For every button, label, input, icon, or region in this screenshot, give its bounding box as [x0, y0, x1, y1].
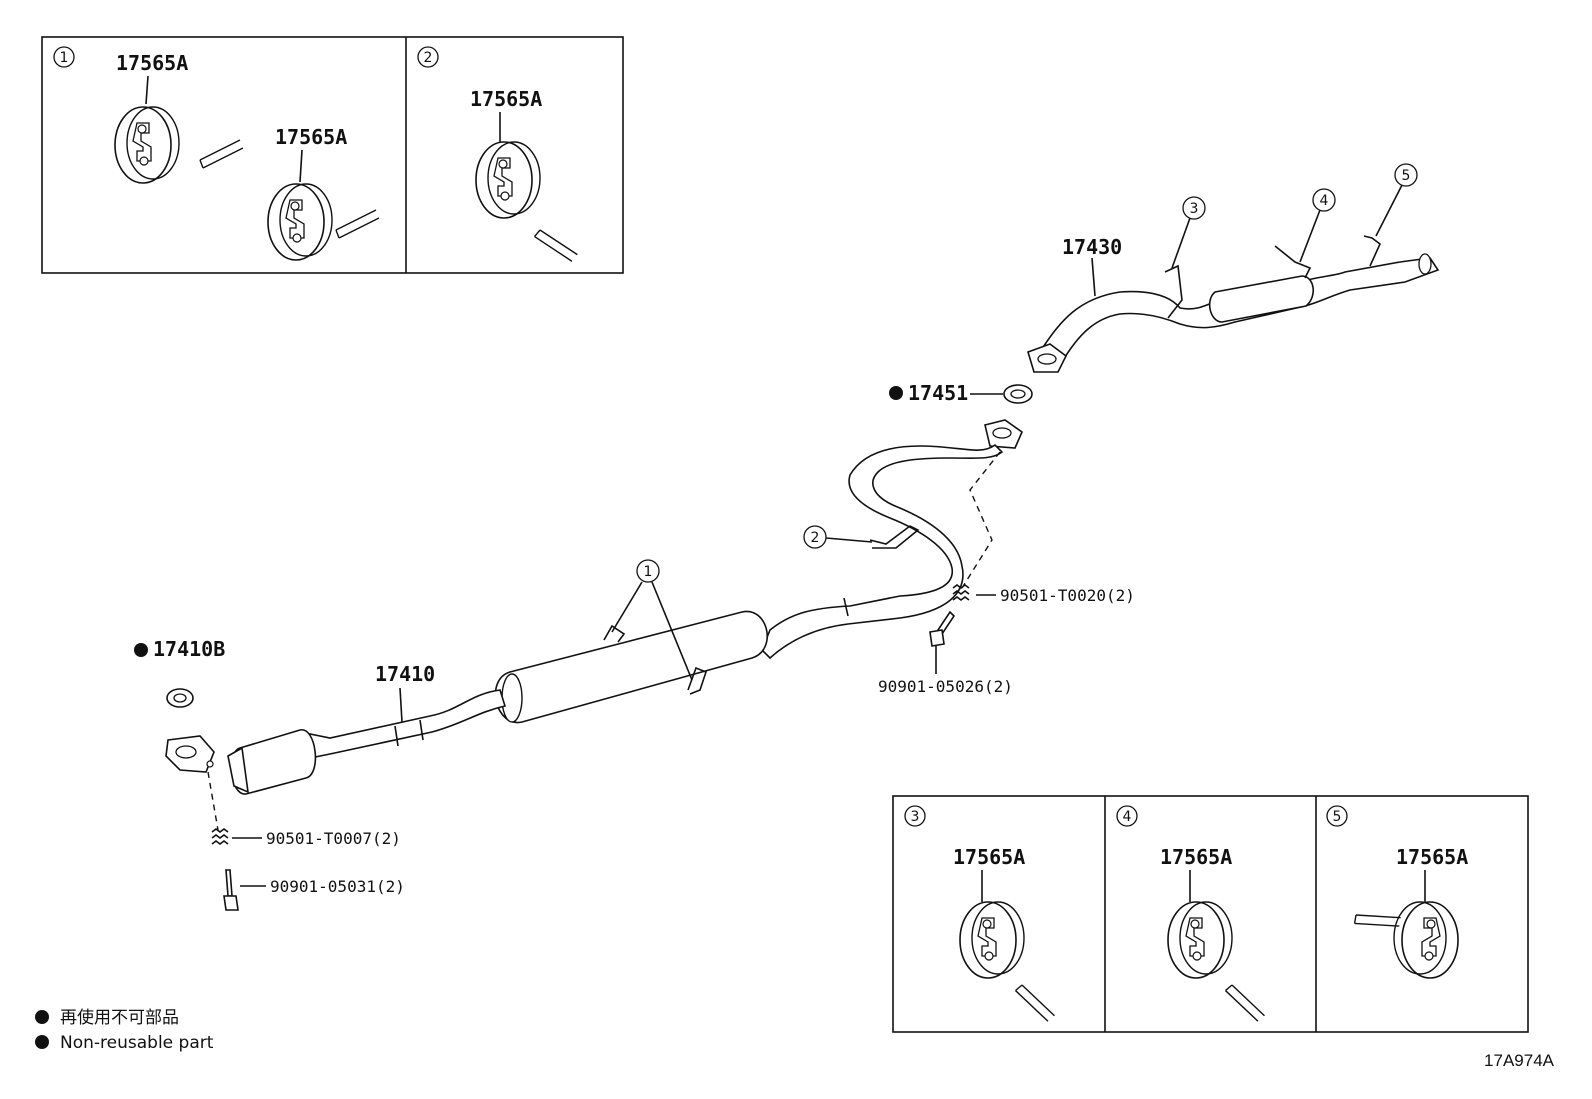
part-17451-label: 17451 — [908, 381, 968, 405]
hanger-pin — [532, 219, 580, 272]
part-17565A-label: 17565A — [275, 125, 347, 149]
part-90901-05026-label: 90901-05026(2) — [878, 677, 1013, 696]
callout-1-label: 1 — [644, 564, 653, 580]
part-17565A-label: 17565A — [116, 51, 188, 75]
callout-2-label: 2 — [811, 530, 820, 546]
inset-box-1-2 — [41, 36, 624, 274]
part-17430-label: 17430 — [1062, 235, 1122, 259]
gasket-17410B: 17410B — [134, 637, 225, 708]
main-exhaust-pipe: 17410 1 2 — [165, 419, 1023, 795]
hanger-pin — [1223, 977, 1267, 1029]
diagram-code: 17A974A — [1484, 1051, 1555, 1070]
callout-circle-3 — [904, 805, 926, 827]
hanger-rubber — [1393, 901, 1459, 979]
sub-muffler — [1208, 275, 1314, 323]
hanger-pin — [199, 139, 244, 169]
hanger-rubber — [475, 141, 541, 219]
part-17410B-label: 17410B — [153, 637, 225, 661]
callout-1-label: 1 — [60, 50, 69, 66]
callout-circle-5 — [1326, 805, 1348, 827]
inset-box-3-4-5 — [892, 795, 1529, 1033]
non-reusable-dot — [134, 643, 148, 657]
inset-5: 5 17565A — [1326, 805, 1468, 979]
callout-circle-4 — [1116, 805, 1138, 827]
non-reusable-dot — [889, 386, 903, 400]
inset-3: 3 17565A — [904, 805, 1057, 1029]
part-17410-label: 17410 — [375, 662, 435, 686]
callout-circle-4 — [1312, 188, 1336, 212]
hanger-rubber — [114, 106, 180, 184]
hanger-pin — [335, 209, 380, 239]
part-17565A-label: 17565A — [470, 87, 542, 111]
callout-3-label: 3 — [1190, 201, 1199, 217]
callout-circle-3 — [1182, 196, 1206, 220]
rear-fasteners: 90501-T0020(2) 90901-05026(2) — [878, 451, 1135, 696]
legend-en: Non-reusable part — [60, 1033, 214, 1053]
part-17565A-label: 17565A — [1396, 845, 1468, 869]
main-muffler — [494, 610, 768, 724]
callout-4-label: 4 — [1123, 809, 1132, 825]
part-90901-05031-label: 90901-05031(2) — [270, 877, 405, 896]
hanger-rubber — [267, 183, 333, 261]
legend: 再使用不可部品 Non-reusable part — [35, 1007, 214, 1053]
inset-4: 4 17565A — [1116, 805, 1267, 1029]
callout-5-label: 5 — [1402, 168, 1411, 184]
hanger-rubber — [959, 901, 1025, 979]
callout-circle-1 — [53, 46, 75, 68]
hanger-pin — [1351, 896, 1404, 945]
part-90501-T0007-label: 90501-T0007(2) — [266, 829, 401, 848]
gasket-17451: 17451 — [889, 381, 1033, 405]
part-90501-T0020-label: 90501-T0020(2) — [1000, 586, 1135, 605]
hanger-rubber — [1167, 901, 1233, 979]
callout-circle-2 — [417, 46, 439, 68]
inset-1: 1 17565A 17565A — [53, 46, 380, 261]
callout-circle-5 — [1394, 163, 1418, 187]
hanger-pin — [1013, 977, 1057, 1029]
part-17565A-label: 17565A — [953, 845, 1025, 869]
legend-jp: 再使用不可部品 — [60, 1007, 179, 1028]
tail-pipe-assembly: 17430 3 4 5 — [1027, 163, 1440, 373]
inset-2: 2 17565A — [417, 46, 580, 272]
callout-circle-2 — [803, 525, 827, 549]
callout-4-label: 4 — [1320, 193, 1329, 209]
callout-2-label: 2 — [424, 50, 433, 66]
front-fasteners: 90501-T0007(2) 90901-05031(2) — [207, 771, 405, 911]
part-17565A-label: 17565A — [1160, 845, 1232, 869]
legend-dot — [35, 1035, 49, 1049]
legend-dot — [35, 1010, 49, 1024]
callout-circle-1 — [636, 559, 660, 583]
callout-5-label: 5 — [1333, 809, 1342, 825]
callout-3-label: 3 — [911, 809, 920, 825]
